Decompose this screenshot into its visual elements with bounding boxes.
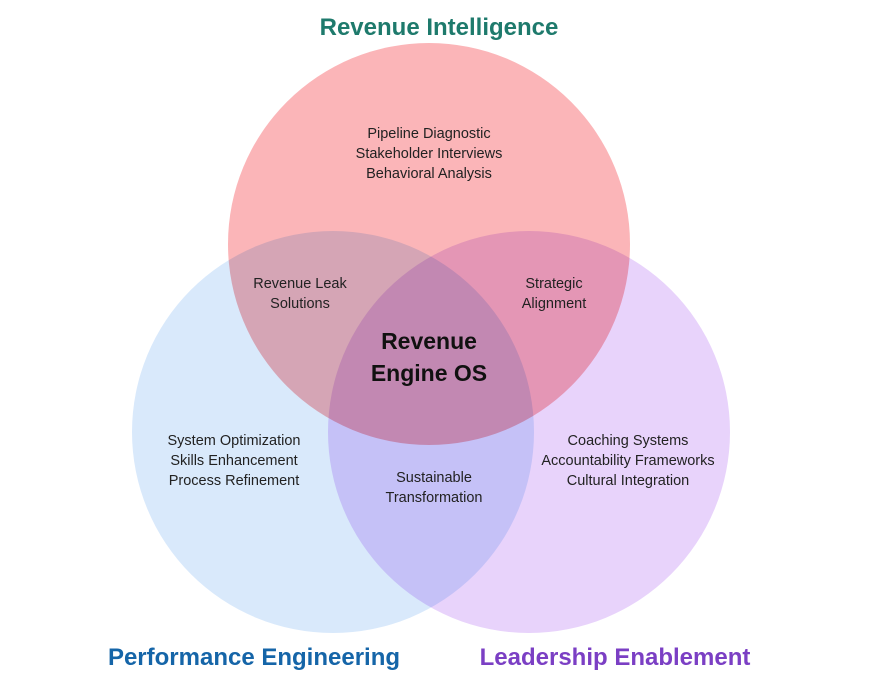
- intersection-label: Strategic: [525, 276, 583, 292]
- list-item: Pipeline Diagnostic: [367, 126, 491, 142]
- center-label-line: Engine OS: [370, 360, 488, 386]
- intersection-label: Transformation: [385, 490, 483, 506]
- center-label-line: Revenue: [381, 328, 477, 354]
- circle-leadership-enablement: [328, 231, 730, 633]
- intersection-label: Sustainable: [396, 470, 472, 486]
- title-performance-engineering: Performance Engineering: [107, 644, 401, 671]
- intersection-top-left: Revenue Leak Solutions: [220, 274, 380, 314]
- set-items-revenue-intelligence: Pipeline Diagnostic Stakeholder Intervie…: [309, 124, 549, 184]
- intersection-top-right: Strategic Alignment: [474, 274, 634, 314]
- list-item: Stakeholder Interviews: [355, 146, 503, 162]
- set-items-leadership-enablement: Coaching Systems Accountability Framewor…: [508, 431, 748, 491]
- intersection-label: Alignment: [521, 296, 587, 312]
- list-item: Skills Enhancement: [170, 453, 298, 469]
- list-item: Cultural Integration: [566, 473, 690, 489]
- list-item: System Optimization: [167, 433, 301, 449]
- center-label: Revenue Engine OS: [329, 325, 529, 389]
- title-revenue-intelligence: Revenue Intelligence: [319, 14, 559, 41]
- intersection-label: Revenue Leak: [253, 276, 347, 292]
- set-items-performance-engineering: System Optimization Skills Enhancement P…: [124, 431, 344, 491]
- list-item: Process Refinement: [168, 473, 300, 489]
- intersection-label: Solutions: [270, 296, 330, 312]
- list-item: Coaching Systems: [567, 433, 689, 449]
- list-item: Accountability Frameworks: [541, 453, 715, 469]
- list-item: Behavioral Analysis: [366, 166, 492, 182]
- intersection-left-right: Sustainable Transformation: [354, 468, 514, 508]
- title-leadership-enablement: Leadership Enablement: [479, 644, 751, 671]
